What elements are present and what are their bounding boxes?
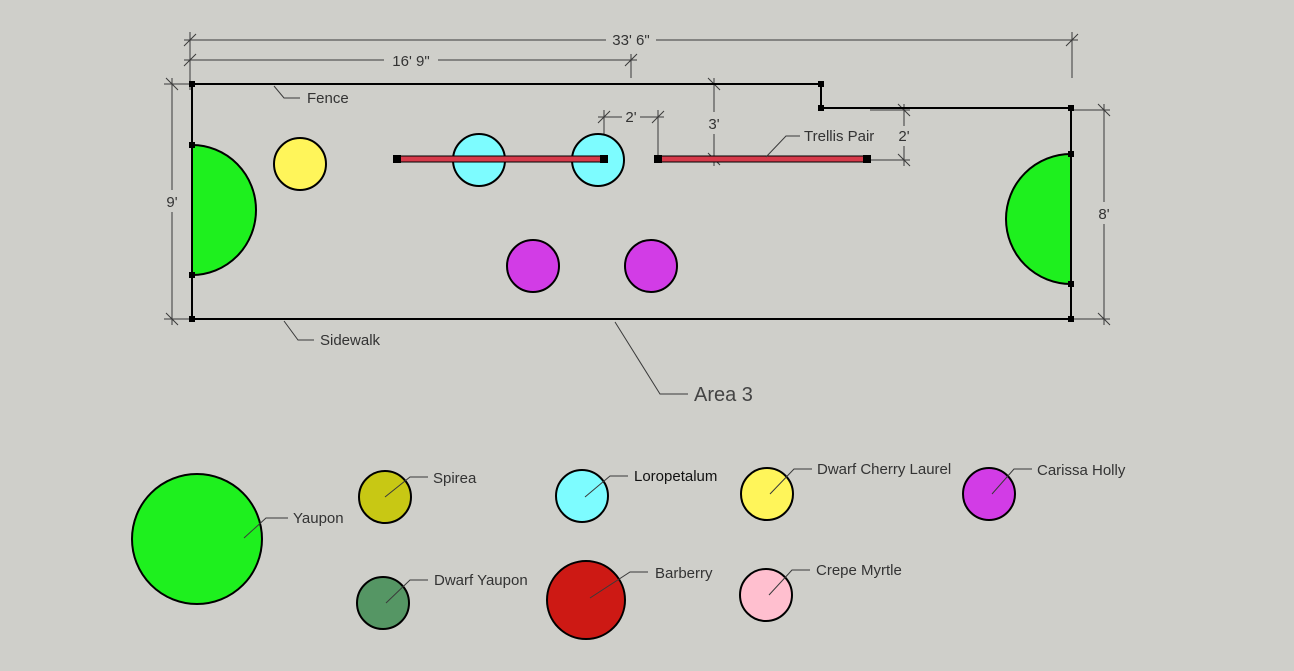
trellis-gap-label: 2': [625, 109, 636, 126]
trellis-callout: Trellis Pair: [765, 128, 874, 158]
legend-dwarf-yaupon: Dwarf Yaupon: [356, 572, 528, 630]
overall-length-label: 33' 6": [612, 32, 649, 49]
right-width-dimension: 8': [1072, 103, 1111, 326]
svg-text:Yaupon: Yaupon: [293, 510, 344, 527]
dwarf-cherry-laurel-plant: [273, 137, 327, 191]
svg-text:Spirea: Spirea: [433, 470, 477, 487]
svg-text:Dwarf Cherry Laurel: Dwarf Cherry Laurel: [817, 461, 951, 478]
trellis-to-fence-label: 3': [708, 116, 719, 133]
legend-spirea: Spirea: [358, 470, 477, 524]
right-width-label: 8': [1098, 206, 1109, 223]
sidewalk-callout: Sidewalk: [283, 320, 381, 349]
trellis-right: [654, 155, 871, 163]
legend-carissa-holly: Carissa Holly: [962, 462, 1126, 521]
half-length-label: 16' 9": [392, 53, 429, 70]
fence-label: Fence: [307, 90, 349, 107]
step-offset-label: 2': [898, 128, 909, 145]
carissa-holly-plant-1: [506, 239, 560, 293]
outline-corners: [189, 81, 1074, 322]
trellis-to-fence-dimension: 3': [707, 77, 721, 166]
yaupon-half-left: [191, 143, 257, 277]
left-width-label: 9': [166, 194, 177, 211]
half-length-dimension: 16' 9": [183, 53, 638, 78]
trellis-label: Trellis Pair: [804, 128, 874, 145]
svg-text:Carissa Holly: Carissa Holly: [1037, 462, 1126, 479]
plant-legend: Yaupon Spirea Loropetalum Dwarf Cherry L…: [131, 461, 1126, 640]
fence-callout: Fence: [273, 85, 349, 107]
overall-length-dimension: 33' 6": [183, 32, 1079, 90]
trellis-gap-dimension: 2': [597, 109, 665, 162]
trellis-left: [393, 155, 608, 163]
legend-crepe-myrtle: Crepe Myrtle: [739, 562, 902, 622]
svg-text:Crepe Myrtle: Crepe Myrtle: [816, 562, 902, 579]
svg-text:Dwarf Yaupon: Dwarf Yaupon: [434, 572, 528, 589]
step-offset-dimension: 2': [870, 103, 911, 167]
legend-loropetalum: Loropetalum: [555, 468, 717, 523]
area-label: Area 3: [694, 384, 753, 406]
svg-text:Loropetalum: Loropetalum: [634, 468, 717, 485]
legend-yaupon: Yaupon: [131, 473, 344, 605]
yaupon-half-right: [1005, 152, 1072, 286]
legend-dwarf-cherry-laurel: Dwarf Cherry Laurel: [740, 461, 951, 521]
area-callout: Area 3: [614, 321, 753, 406]
legend-barberry: Barberry: [546, 560, 713, 640]
carissa-holly-plant-2: [624, 239, 678, 293]
sidewalk-label: Sidewalk: [320, 332, 381, 349]
svg-text:Barberry: Barberry: [655, 565, 713, 582]
